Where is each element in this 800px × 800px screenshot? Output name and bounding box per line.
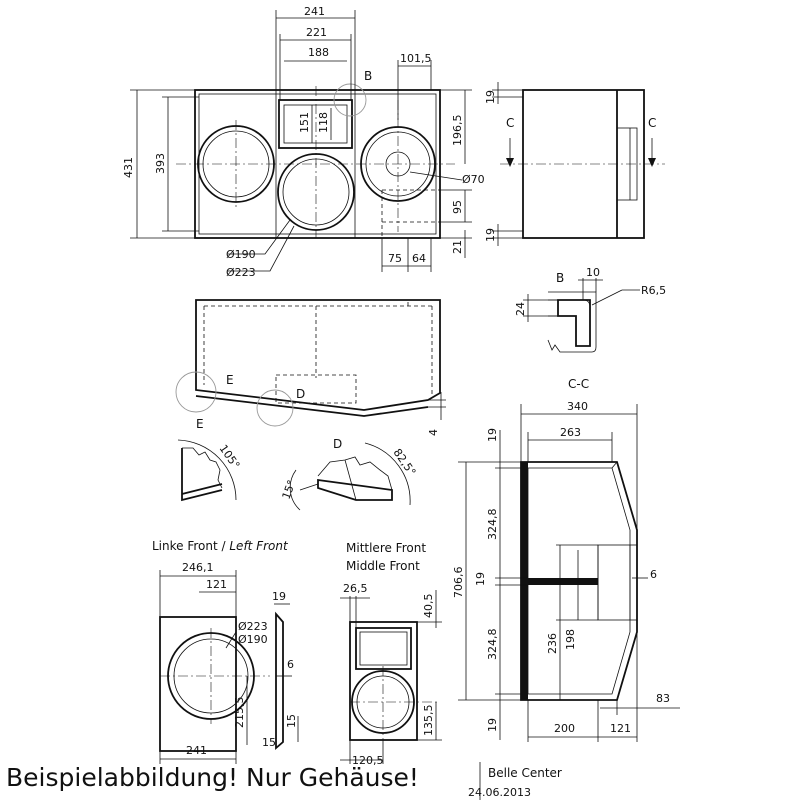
lf-dim-246-1: 246,1 bbox=[182, 561, 214, 574]
detail-e-label: E bbox=[196, 417, 204, 431]
mf-dim-120-5: 120,5 bbox=[352, 754, 384, 767]
dim-151: 151 bbox=[298, 112, 311, 133]
cut-c-right: C bbox=[648, 116, 656, 130]
cc-dim-236: 236 bbox=[546, 633, 559, 654]
mf-dim-26-5: 26,5 bbox=[343, 582, 368, 595]
mf-dim-40-5: 40,5 bbox=[422, 594, 435, 619]
caption: Beispielabbildung! Nur Gehäuse! bbox=[6, 763, 419, 792]
cut-c-left: C bbox=[506, 116, 514, 130]
lf-dim-19: 19 bbox=[272, 590, 286, 603]
dim-241: 241 bbox=[304, 5, 325, 18]
dim-118: 118 bbox=[317, 112, 330, 133]
project-date: 24.06.2013 bbox=[468, 786, 531, 799]
middle-front: Mittlere Front Middle Front 26,5 40,5 13… bbox=[340, 541, 442, 767]
cc-dim-19c: 19 bbox=[486, 718, 499, 732]
left-front-title-en: Left Front bbox=[229, 539, 289, 553]
dim-75: 75 bbox=[388, 252, 402, 265]
side-dim-19b: 19 bbox=[484, 228, 497, 242]
detail-b: B 10 R6,5 24 bbox=[514, 266, 666, 353]
detail-e: E 105° bbox=[177, 417, 243, 502]
cc-dim-6: 6 bbox=[650, 568, 657, 581]
mf-dim-135-5: 135,5 bbox=[422, 705, 435, 737]
left-front: Linke Front / Left Front 246,1 121 Ø223 … bbox=[152, 539, 299, 764]
dim-d223: Ø223 bbox=[226, 266, 256, 279]
detail-b-r65: R6,5 bbox=[641, 284, 666, 297]
lf-dim-d190: Ø190 bbox=[238, 633, 268, 646]
detail-d-label: D bbox=[333, 437, 342, 451]
lf-dim-15a: 15 bbox=[285, 714, 298, 728]
cc-dim-340: 340 bbox=[567, 400, 588, 413]
dim-64: 64 bbox=[412, 252, 426, 265]
dim-196-5: 196,5 bbox=[451, 115, 464, 147]
detail-b-label: B bbox=[556, 271, 564, 285]
front-section: E D 4 bbox=[175, 299, 446, 436]
cc-dim-83: 83 bbox=[656, 692, 670, 705]
front-marker-d: D bbox=[296, 387, 305, 401]
svg-text:Linke Front / Left Front: Linke Front / Left Front bbox=[152, 539, 289, 553]
cc-dim-200: 200 bbox=[554, 722, 575, 735]
cc-dim-19b: 19 bbox=[474, 572, 487, 586]
middle-front-title2: Middle Front bbox=[346, 559, 420, 573]
lf-dim-6: 6 bbox=[287, 658, 294, 671]
dim-221: 221 bbox=[306, 26, 327, 39]
lf-dim-215-5: 215,5 bbox=[233, 697, 246, 729]
lf-dim-241: 241 bbox=[186, 744, 207, 757]
detail-b-24: 24 bbox=[514, 302, 527, 316]
detail-e-angle: 105° bbox=[217, 442, 243, 471]
detail-d-angle1: 82,5° bbox=[391, 446, 419, 478]
section-cc: C-C 340 263 706,6 19 324,8 19 324,8 19 bbox=[452, 377, 680, 742]
lf-dim-15b: 15 bbox=[262, 736, 276, 749]
cc-dim-121: 121 bbox=[610, 722, 631, 735]
cc-dim-706-6: 706,6 bbox=[452, 567, 465, 599]
front-marker-e: E bbox=[226, 373, 234, 387]
cc-dim-263: 263 bbox=[560, 426, 581, 439]
cc-dim-198: 198 bbox=[564, 629, 577, 650]
dim-101-5: 101,5 bbox=[400, 52, 432, 65]
detail-d-angle2: 15° bbox=[280, 478, 299, 501]
dim-d70: Ø70 bbox=[462, 173, 485, 186]
marker-b: B bbox=[364, 69, 372, 83]
cc-dim-324-8b: 324,8 bbox=[486, 629, 499, 661]
detail-b-10: 10 bbox=[586, 266, 600, 279]
top-view: B 241 221 188 101,5 151 118 431 393 196, bbox=[122, 5, 485, 279]
lf-dim-d223: Ø223 bbox=[238, 620, 268, 633]
middle-front-title1: Mittlere Front bbox=[346, 541, 426, 555]
dim-393: 393 bbox=[154, 153, 167, 174]
side-dim-19a: 19 bbox=[484, 90, 497, 104]
cc-dim-324-8a: 324,8 bbox=[486, 509, 499, 541]
lf-dim-121: 121 bbox=[206, 578, 227, 591]
project-name: Belle Center bbox=[488, 766, 562, 780]
section-cc-title: C-C bbox=[568, 377, 589, 391]
dim-431: 431 bbox=[122, 157, 135, 178]
front-dim-4: 4 bbox=[427, 429, 440, 436]
cc-dim-19a: 19 bbox=[486, 428, 499, 442]
dim-d190: Ø190 bbox=[226, 248, 256, 261]
dim-95: 95 bbox=[451, 200, 464, 214]
dim-188: 188 bbox=[308, 46, 329, 59]
side-view: 19 19 C C bbox=[484, 82, 665, 246]
footer: Belle Center 24.06.2013 Beispielabbildun… bbox=[6, 762, 562, 800]
left-front-title-de: Linke Front / bbox=[152, 539, 229, 553]
dim-21: 21 bbox=[451, 240, 464, 254]
detail-d: D 82,5° 15° bbox=[280, 437, 419, 511]
